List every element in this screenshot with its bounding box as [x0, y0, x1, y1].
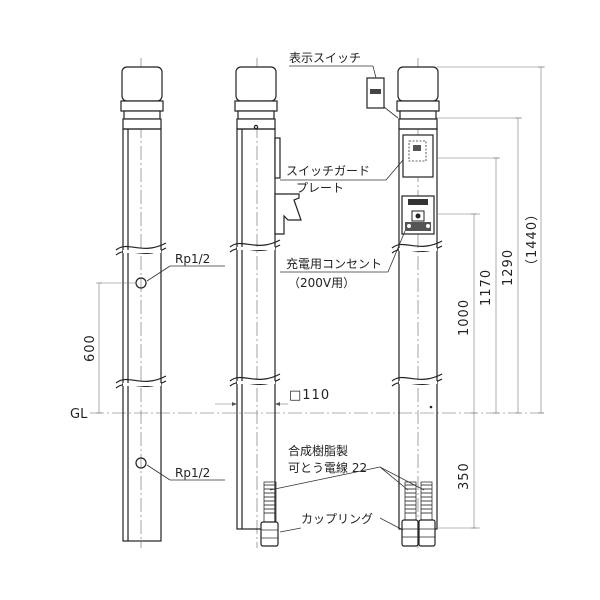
switch-guard-label-line2: プレート: [296, 181, 344, 195]
ground-level-label: GL: [70, 407, 88, 422]
upper-pipe-thread-label: Rp1/2: [175, 252, 210, 266]
outlet-label-line1: 充電用コンセント: [286, 256, 382, 271]
switch-guard-label-line1: スイッチガード: [286, 164, 370, 178]
conduit-label-line1: 合成樹脂製: [288, 443, 348, 458]
lower-pipe-thread-hole: [135, 457, 147, 469]
conduit-label-line2: 可とう電線 22: [288, 460, 367, 475]
middle-coupling: [260, 521, 279, 547]
display-switch-label: 表示スイッチ: [289, 51, 361, 65]
middle-post-view: □110: [215, 58, 330, 548]
dimension-1290: 1290: [501, 249, 516, 286]
lower-pipe-thread-label: Rp1/2: [175, 466, 210, 480]
left-post-cap: [121, 66, 163, 102]
middle-post-body: [236, 128, 276, 530]
height-dimensions: 1000 1170 1290 （1440） 350: [96, 66, 545, 529]
dimension-1170: 1170: [479, 269, 494, 306]
coupling-label: カップリング: [301, 512, 373, 526]
dimension-1000: 1000: [457, 299, 472, 336]
middle-conduit: [263, 481, 277, 523]
square-section-size: □110: [289, 388, 330, 403]
left-post-body: [122, 128, 162, 542]
right-post-view: [391, 58, 443, 548]
right-post-cap: [397, 66, 439, 102]
dimension-350: 350: [457, 462, 472, 490]
right-conduits: [401, 481, 436, 547]
dimension-1440: （1440）: [525, 207, 540, 272]
middle-post-cap: [235, 66, 277, 102]
outlet-side: [274, 193, 302, 235]
outlet-label-line2: （200V用）: [288, 276, 355, 290]
dimension-600: 600: [83, 334, 98, 362]
switch-guard-plate: [402, 134, 434, 178]
left-post-view: Rp1/2 Rp1/2 600: [83, 58, 225, 548]
switch-guard-side: [274, 137, 281, 179]
